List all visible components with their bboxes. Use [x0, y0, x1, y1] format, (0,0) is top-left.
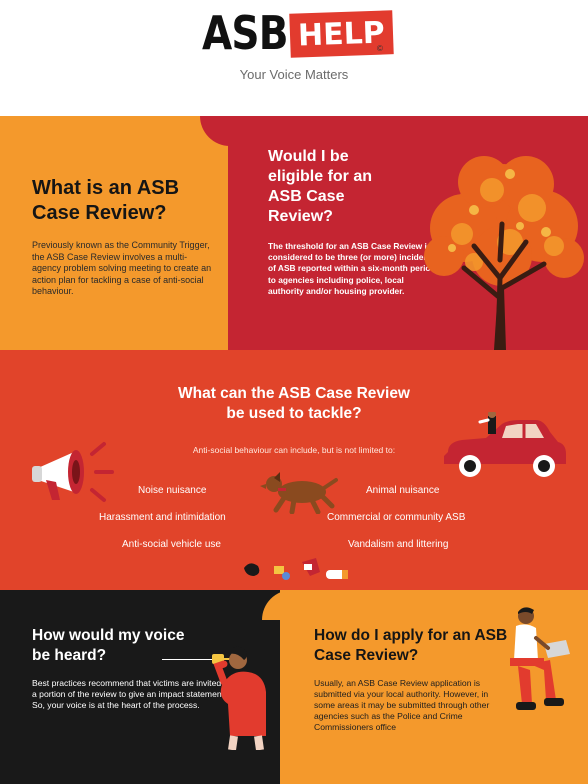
megaphone-icon [32, 442, 114, 502]
apply-body: Usually, an ASB Case Review application … [314, 678, 490, 732]
list-item: Commercial or community ASB [327, 512, 466, 523]
litter-icon [244, 558, 348, 580]
eligible-body: The threshold for an ASB Case Review is … [268, 241, 436, 296]
asb-help-logo: ASB HELP [202, 6, 394, 60]
apply-heading: How do I apply for an ASB Case Review? [314, 627, 508, 664]
tackle-intro: Anti-social behaviour can include, but i… [192, 445, 396, 455]
car-icon [444, 412, 566, 477]
tree-icon [424, 156, 584, 350]
what-is-heading: What is an ASB Case Review? [32, 177, 180, 224]
list-item: Vandalism and littering [348, 539, 449, 550]
list-item: Animal nuisance [366, 485, 440, 496]
voice-divider-line [162, 659, 212, 660]
list-item: Anti-social vehicle use [122, 539, 221, 550]
list-item: Harassment and intimidation [99, 512, 226, 523]
dog-icon [260, 472, 338, 514]
apply-panel [280, 590, 588, 784]
logo-asb-text: ASB [202, 6, 289, 60]
laptop-worker-icon [510, 607, 570, 710]
tackle-heading: What can the ASB Case Review be used to … [0, 384, 588, 424]
voice-body: Best practices recommend that victims ar… [32, 678, 231, 710]
what-is-panel [0, 116, 228, 352]
list-item: Noise nuisance [138, 485, 207, 496]
what-is-body: Previously known as the Community Trigge… [32, 240, 212, 296]
eligible-heading: Would I be eligible for an ASB Case Revi… [268, 148, 373, 225]
tackle-heading-text: What can the ASB Case Review be used to … [178, 385, 410, 422]
listener-icon [212, 646, 266, 750]
copyright-mark: © [377, 44, 383, 53]
tagline: Your Voice Matters [239, 67, 349, 82]
voice-heading: How would my voice be heard? [32, 627, 185, 664]
